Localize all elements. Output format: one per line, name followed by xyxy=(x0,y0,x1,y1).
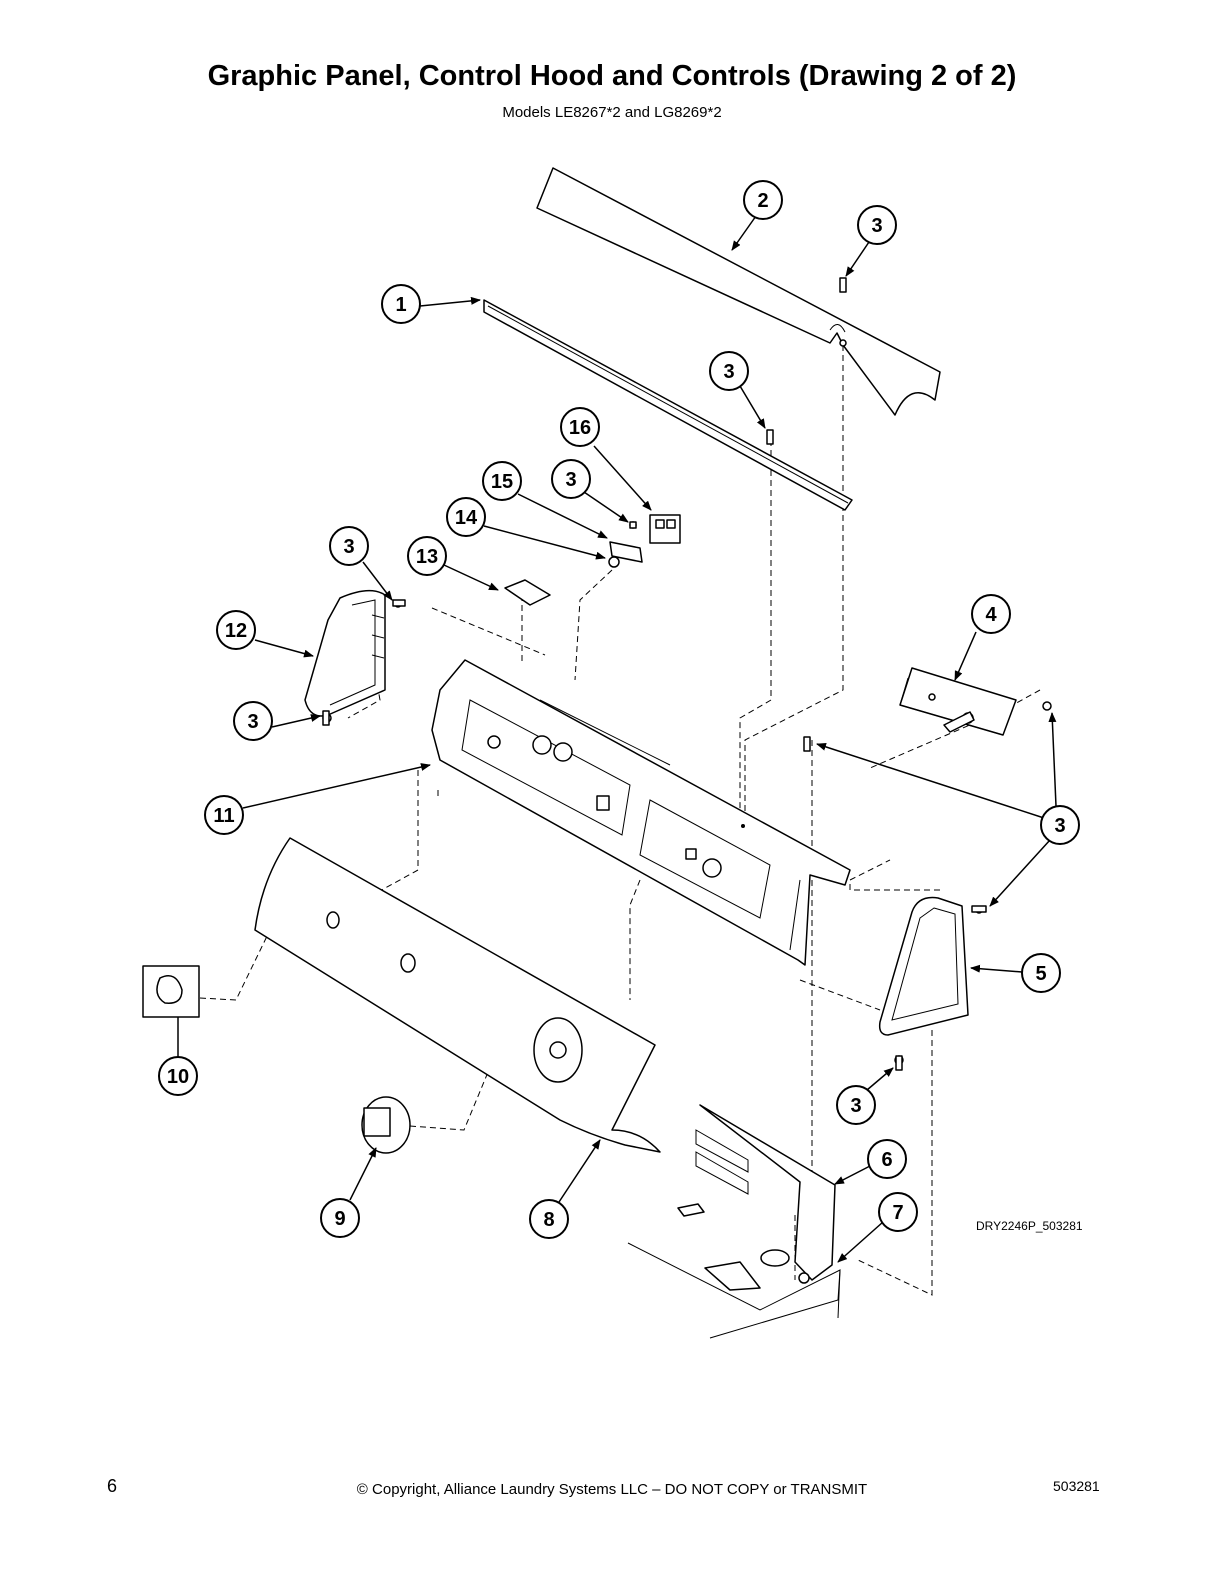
callout-label: 15 xyxy=(491,471,513,493)
copyright-notice: © Copyright, Alliance Laundry Systems LL… xyxy=(356,1481,868,1498)
callout-label: 14 xyxy=(455,507,478,529)
callout-3: 3 xyxy=(1040,805,1080,845)
screws xyxy=(322,277,987,1071)
part-graphic-overlay xyxy=(254,837,661,1153)
page-number: 6 xyxy=(107,1476,118,1496)
callout-3: 3 xyxy=(551,459,591,499)
part-trim-strip xyxy=(483,299,853,511)
callout-label: 3 xyxy=(723,361,734,383)
callout-14: 14 xyxy=(446,497,486,537)
callout-3: 3 xyxy=(233,701,273,741)
callout-label: 2 xyxy=(757,190,768,212)
callout-label: 9 xyxy=(334,1208,345,1230)
page-subtitle: Models LE8267*2 and LG8269*2 xyxy=(502,104,722,121)
callout-label: 11 xyxy=(213,805,234,827)
callout-1: 1 xyxy=(381,284,421,324)
part-mounting-bracket xyxy=(677,1104,836,1284)
callout-label: 3 xyxy=(1054,815,1065,837)
callout-12: 12 xyxy=(216,610,256,650)
callout-label: 3 xyxy=(850,1095,861,1117)
callout-9: 9 xyxy=(320,1198,360,1238)
callout-3: 3 xyxy=(329,526,369,566)
part-console-panel xyxy=(431,659,851,966)
callout-16: 16 xyxy=(560,407,600,447)
callout-13: 13 xyxy=(407,536,447,576)
callout-label: 3 xyxy=(247,711,258,733)
leader-lines xyxy=(177,215,1057,1263)
callout-label: 3 xyxy=(871,215,882,237)
callout-8: 8 xyxy=(529,1199,569,1239)
callout-6: 6 xyxy=(867,1139,907,1179)
callout-label: 5 xyxy=(1035,963,1046,985)
callout-label: 16 xyxy=(569,417,591,439)
part-control-hood xyxy=(536,167,941,416)
page-title: Graphic Panel, Control Hood and Controls… xyxy=(207,60,1017,92)
part-control-board xyxy=(899,667,1052,736)
callout-label: 3 xyxy=(565,469,576,491)
part-cabinet-top xyxy=(627,1242,841,1339)
callout-label: 1 xyxy=(395,294,406,316)
callout-label: 7 xyxy=(892,1202,903,1224)
document-number: 503281 xyxy=(1053,1478,1100,1494)
callout-label: 8 xyxy=(543,1209,554,1231)
callout-11: 11 xyxy=(204,795,244,835)
part-right-end-cap xyxy=(878,896,983,1065)
part-label xyxy=(504,579,551,606)
callout-3: 3 xyxy=(836,1085,876,1125)
callout-5: 5 xyxy=(1021,953,1061,993)
callout-label: 6 xyxy=(881,1149,892,1171)
callout-2: 2 xyxy=(743,180,783,220)
callout-10: 10 xyxy=(158,1056,198,1096)
callout-label: 3 xyxy=(343,536,354,558)
part-left-end-cap xyxy=(304,589,402,723)
callout-label: 4 xyxy=(985,604,997,626)
part-switch-assembly xyxy=(608,514,681,568)
part-knob xyxy=(361,1096,411,1154)
callout-4: 4 xyxy=(971,594,1011,634)
callout-3: 3 xyxy=(709,351,749,391)
callout-label: 13 xyxy=(416,546,438,568)
drawing-code: DRY2246P_503281 xyxy=(976,1219,1083,1233)
callout-15: 15 xyxy=(482,461,522,501)
part-plug xyxy=(142,965,200,1018)
callout-3: 3 xyxy=(857,205,897,245)
callout-label: 10 xyxy=(167,1066,189,1088)
callout-label: 12 xyxy=(225,620,247,642)
callout-7: 7 xyxy=(878,1192,918,1232)
